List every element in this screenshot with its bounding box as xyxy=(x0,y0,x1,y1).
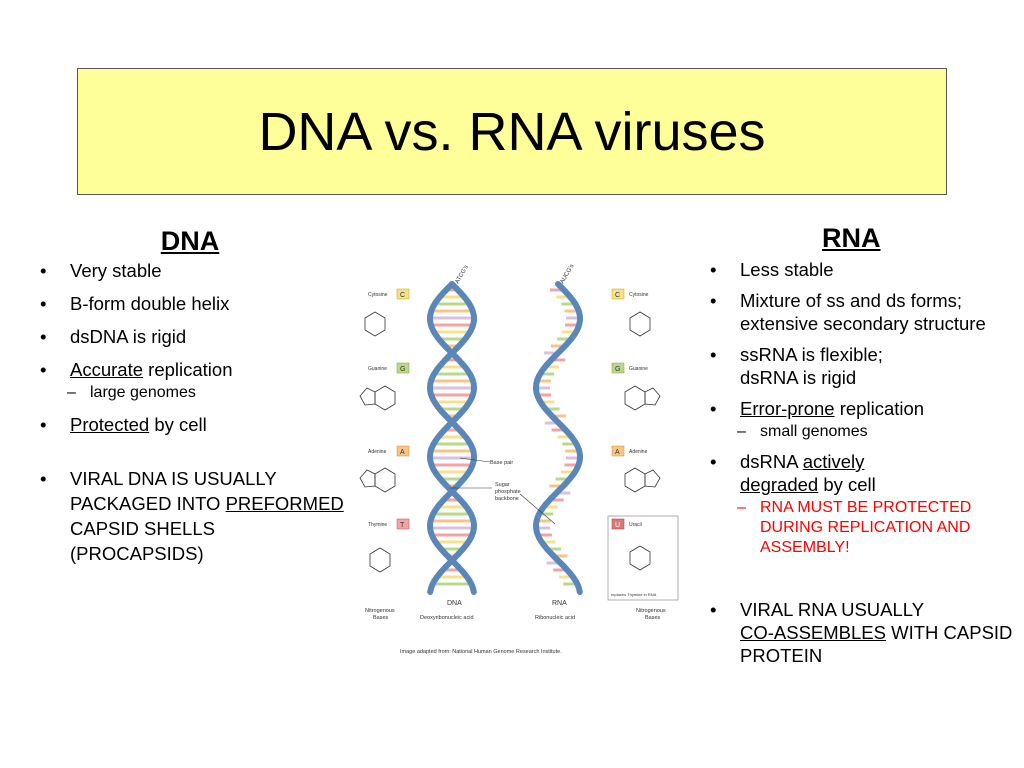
rna-heading: RNA xyxy=(822,223,881,253)
right-guanine-swatch xyxy=(611,362,625,374)
right-adenine-label: Adenine xyxy=(629,449,648,455)
a-letter: A xyxy=(400,449,405,456)
cytosine-swatch xyxy=(396,288,410,300)
thymine-structure-icon xyxy=(369,547,391,573)
adenine-swatch xyxy=(396,445,410,457)
base-pair-label: Base pair xyxy=(490,460,513,466)
thymine-label: Thymine xyxy=(368,522,387,528)
rna-full-label: Ribonucleic acid xyxy=(535,615,575,621)
protected-rest: by cell xyxy=(149,414,207,435)
dna-bullet-accurate: Accurate replication xyxy=(30,358,350,381)
uracil-box xyxy=(607,515,679,601)
packaged-b: CAPSID SHELLS (PROCAPSIDS) xyxy=(70,518,215,564)
degraded-a: dsRNA xyxy=(740,451,803,472)
dna-column: DNA Very stable B-form double helix dsDN… xyxy=(30,226,350,566)
dna-sub-large-genomes: large genomes xyxy=(30,383,350,403)
dna-bullet-bform: B-form double helix xyxy=(30,292,350,315)
right-cytosine-structure-icon xyxy=(629,311,651,337)
rna-bullet-error-prone: Error-prone replication xyxy=(700,397,1024,420)
right-guanine-label: Guanine xyxy=(629,366,648,372)
adenine-structure-icon xyxy=(374,467,396,493)
accurate-rest: replication xyxy=(143,359,233,380)
uracil-swatch xyxy=(611,518,625,530)
right-cytosine-label: Cytosine xyxy=(629,292,649,298)
dna-double-helix xyxy=(426,281,478,595)
rna-figure-label: RNA xyxy=(552,600,567,607)
slide-title: DNA vs. RNA viruses xyxy=(258,101,766,162)
right-adenine-swatch xyxy=(611,445,625,457)
left-base-key: Cytosine C Guanine G Adenine A Thymine T… xyxy=(359,288,410,621)
t-letter: T xyxy=(400,522,405,529)
sugar-pointer-right xyxy=(519,493,556,525)
co-assembles-text: CO-ASSEMBLES xyxy=(740,622,886,643)
right-bases-label: Bases xyxy=(645,615,661,621)
cytosine-structure-icon xyxy=(364,311,386,337)
flexible-line2: dsRNA is rigid xyxy=(740,367,857,388)
right-cytosine-swatch xyxy=(611,288,625,300)
adenine-label: Adenine xyxy=(368,449,387,455)
dna-full-label: Deoxyribonucleic acid xyxy=(420,615,474,621)
uracil-structure-icon xyxy=(629,545,651,571)
image-credit: Image adapted from: National Human Genom… xyxy=(400,649,562,655)
uracil-label: Uracil xyxy=(629,522,642,528)
title-box: DNA vs. RNA viruses xyxy=(77,68,947,195)
rna-sub-must-be-protected: RNA MUST BE PROTECTED DURING REPLICATION… xyxy=(700,498,1024,558)
thymine-swatch xyxy=(396,518,410,530)
dna-figure-label: DNA xyxy=(447,600,462,607)
rna-single-strand xyxy=(532,281,583,595)
degraded-text: degraded xyxy=(740,474,819,495)
dna-bullet-stable: Very stable xyxy=(30,259,350,282)
right-g-letter: G xyxy=(615,366,620,373)
dna-bullet-packaged: VIRAL DNA IS USUALLY PACKAGED INTO PREFO… xyxy=(30,466,350,566)
right-a-letter: A xyxy=(615,449,620,456)
dna-backbone-strand-1 xyxy=(426,281,477,595)
c-letter: C xyxy=(400,292,405,299)
right-c-letter: C xyxy=(615,292,620,299)
rna-column: RNA Less stable Mixture of ss and ds for… xyxy=(700,223,1024,667)
cytosine-label: Cytosine xyxy=(368,292,388,298)
left-nitrogenous-label: Nitrogenous xyxy=(365,608,395,614)
dna-backbone-strand-2 xyxy=(427,281,478,595)
actively-text: actively xyxy=(802,451,865,472)
accurate-text: Accurate xyxy=(70,359,144,380)
packaged-a: VIRAL DNA IS USUALLY PACKAGED INTO xyxy=(70,468,277,514)
co-assembles-a: VIRAL RNA USUALLY xyxy=(740,599,925,620)
rna-bullet-less-stable: Less stable xyxy=(700,258,1024,281)
error-prone-rest: replication xyxy=(834,398,925,419)
rna-bullet-flexible: ssRNA is flexible;dsRNA is rigid xyxy=(700,343,1024,389)
right-base-key: C Cytosine G Guanine A Adenine U Uracil … xyxy=(607,288,679,621)
co-assembles-b: WITH CAPSID PROTEIN xyxy=(740,622,1013,666)
u-letter: U xyxy=(615,522,620,529)
degraded-rest: by cell xyxy=(818,474,876,495)
guanine-label: Guanine xyxy=(368,366,387,372)
guanine-structure-icon xyxy=(374,385,396,411)
guanine-swatch xyxy=(396,362,410,374)
rna-bullet-mixture: Mixture of ss and ds forms; extensive se… xyxy=(700,289,1024,335)
right-adenine-structure-icon xyxy=(624,467,646,493)
dna-rna-figure: ATCG's AUCG's Cytosine C Guanine G Adeni… xyxy=(359,263,679,655)
g-letter: G xyxy=(400,366,405,373)
right-guanine-structure-icon xyxy=(624,385,646,411)
right-nitrogenous-label: Nitrogenous xyxy=(636,608,666,614)
phosphate-label: phosphate xyxy=(495,489,521,495)
sugar-label: Sugar xyxy=(495,482,510,488)
base-pair-pointer xyxy=(459,457,491,463)
dna-heading: DNA xyxy=(160,226,220,256)
protected-text: Protected xyxy=(70,414,150,435)
rna-sub-small-genomes: small genomes xyxy=(700,422,1024,442)
atcg-label: ATCG's xyxy=(455,264,470,285)
replaces-label: replaces Thymine in RNA xyxy=(611,592,657,597)
error-prone-text: Error-prone xyxy=(740,398,835,419)
dna-bullet-protected: Protected by cell xyxy=(30,413,350,436)
backbone-label: backbone xyxy=(495,496,519,502)
preformed-text: PREFORMED xyxy=(225,493,344,514)
left-bases-label: Bases xyxy=(373,615,389,621)
rna-backbone-strand xyxy=(532,281,583,595)
flexible-line1: ssRNA is flexible; xyxy=(740,344,883,365)
aucg-label: AUCG's xyxy=(560,263,576,285)
rna-bullet-co-assembles: VIRAL RNA USUALLY CO-ASSEMBLES WITH CAPS… xyxy=(700,598,1024,667)
dna-bullet-rigid: dsDNA is rigid xyxy=(30,325,350,348)
